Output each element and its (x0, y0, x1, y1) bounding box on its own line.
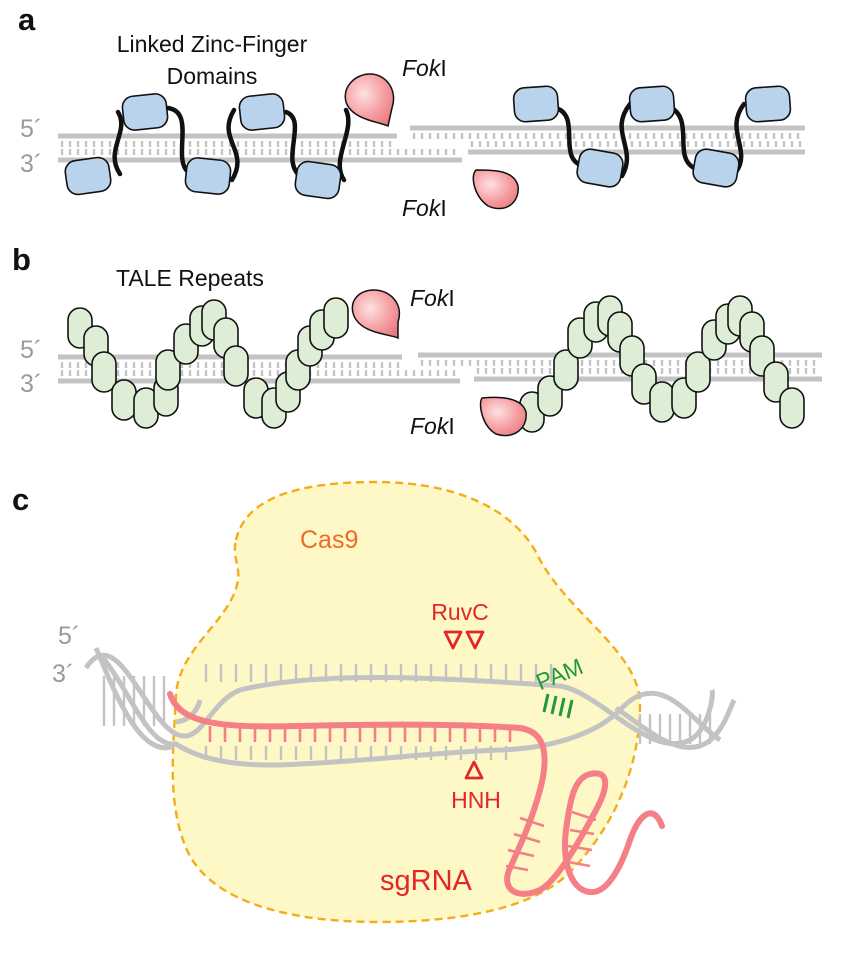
tale-repeat (323, 297, 349, 339)
panel-a-base-pairs (60, 133, 802, 155)
foki-nuclease-icon (479, 396, 527, 437)
panel-b-letter: b (12, 242, 31, 277)
tale-repeat (779, 387, 805, 429)
panel-b-five-prime: 5´ (20, 336, 42, 364)
panel-a-five-prime: 5´ (20, 115, 42, 143)
cas9-target-dna (83, 647, 737, 768)
ruvc-cleavage-icon (465, 630, 485, 650)
tale-repeat (649, 381, 675, 423)
foki-nuclease-icon (344, 73, 395, 128)
zinc-finger-domain (184, 157, 232, 195)
panel-b-foki-top-label: FokI (410, 285, 455, 311)
panel-a-title-line2: Domains (167, 63, 258, 89)
cas9-label: Cas9 (300, 526, 358, 554)
tale-repeat (553, 349, 579, 391)
zinc-finger-domain (121, 93, 169, 131)
panel-c-letter: c (12, 482, 29, 517)
sgrna-base-pairs (208, 726, 597, 872)
panel-a-foki-top-label: FokI (402, 55, 447, 81)
ruvc-cleavage-icon (443, 630, 463, 650)
tale-repeat (111, 379, 137, 421)
zinc-finger-domain (692, 148, 740, 188)
zinc-finger-domain (64, 156, 112, 196)
pam-marks (542, 693, 574, 719)
tale-repeat (91, 351, 117, 393)
panel-a-title-line1: Linked Zinc-Finger (117, 31, 308, 57)
panel-a: a Linked Zinc-Finger Domains 5´ 3´ (18, 2, 805, 221)
foki-nuclease-icon (351, 289, 401, 340)
hnh-cleavage-icon (464, 760, 484, 780)
panel-b-tale-repeats (67, 295, 805, 433)
cas9-protein (171, 480, 642, 924)
sgrna-label: sgRNA (380, 865, 473, 897)
tale-repeat (155, 349, 181, 391)
zinc-finger-domain (512, 85, 560, 123)
hnh-label: HNH (451, 787, 501, 813)
zinc-finger-domain (294, 160, 342, 200)
panel-c: c Cas9 5´ 3´ PAM RuvC (12, 480, 737, 924)
panel-b-foki-bottom-label: FokI (410, 413, 455, 439)
panel-a-linkers (112, 101, 747, 183)
zinc-finger-domain (576, 148, 624, 188)
sgrna (167, 691, 665, 897)
ruvc-label: RuvC (431, 599, 489, 625)
tale-repeat (223, 345, 249, 387)
panel-b-three-prime: 3´ (20, 370, 42, 398)
rna-hairpin-tick (513, 832, 541, 844)
panel-b-title: TALE Repeats (116, 265, 264, 291)
panel-c-five-prime: 5´ (58, 622, 80, 650)
panel-a-three-prime: 3´ (20, 150, 42, 178)
panel-a-foki-bottom-label: FokI (402, 195, 447, 221)
zinc-finger-domain (238, 93, 286, 131)
tale-repeat (685, 351, 711, 393)
panel-c-three-prime: 3´ (52, 660, 74, 688)
rna-hairpin-tick (567, 860, 591, 868)
zinc-finger-domain (628, 85, 676, 123)
rna-hairpin-tick (507, 848, 535, 858)
panel-a-letter: a (18, 2, 36, 37)
panel-b: b TALE Repeats 5´ 3´ FokI FokI (12, 242, 822, 439)
panel-a-zinc-fingers (64, 85, 792, 200)
foki-nuclease-icon (472, 169, 519, 210)
zinc-finger-domain (744, 85, 792, 123)
panel-a-dna (58, 125, 805, 163)
